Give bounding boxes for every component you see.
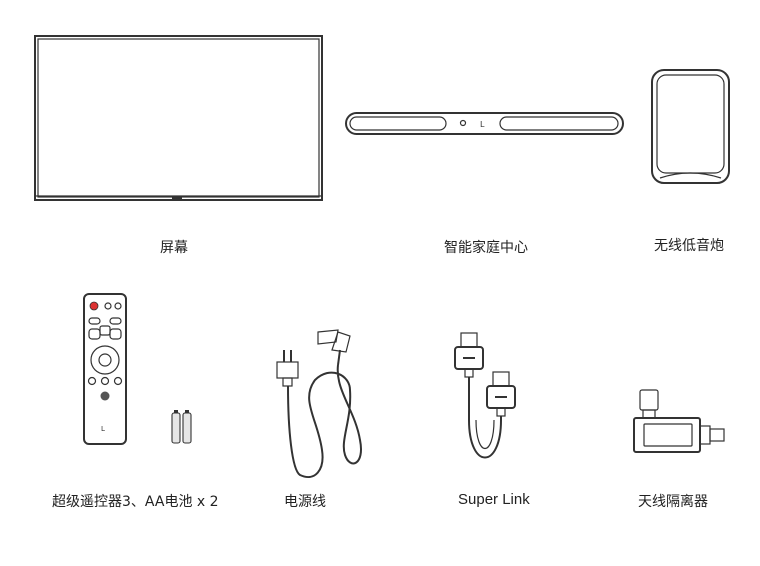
antenna-isolator-illustration (633, 389, 725, 453)
svg-text:L: L (101, 425, 105, 433)
item-label-hub: 智能家庭中心 (444, 240, 528, 256)
subwoofer-illustration (651, 69, 730, 184)
item-label-screen: 屏幕 (160, 240, 188, 256)
aa-batteries-illustration (171, 410, 192, 444)
item-label-superlink: Super Link (458, 491, 530, 508)
item-label-isolator: 天线隔离器 (638, 494, 708, 510)
tv-screen-illustration (34, 35, 323, 201)
smart-hub-illustration: L (345, 112, 624, 135)
power-cord-illustration (276, 329, 362, 478)
superlink-cable-illustration (454, 332, 516, 459)
hub-logo-text: L (480, 120, 485, 129)
item-label-remote: 超级遥控器3、AA电池 x 2 (52, 494, 219, 510)
item-label-power: 电源线 (284, 494, 326, 510)
item-label-subwoofer: 无线低音炮 (654, 238, 724, 254)
remote-illustration: L (83, 293, 127, 445)
